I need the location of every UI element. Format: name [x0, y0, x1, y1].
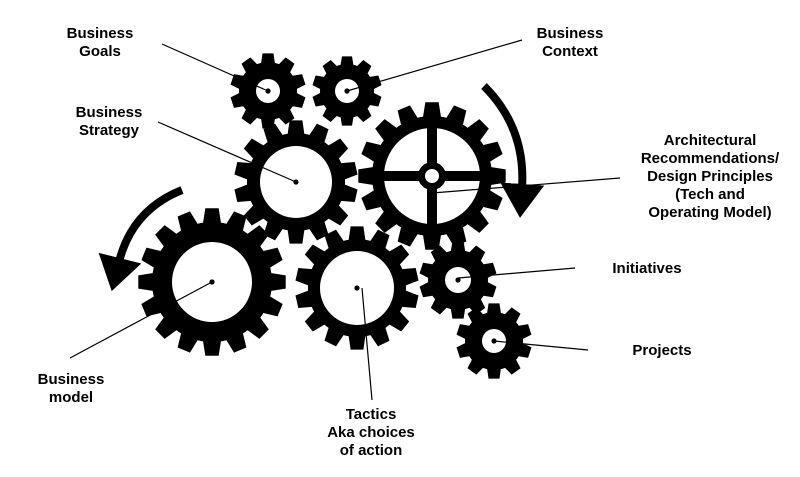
label-line: Business: [37, 371, 105, 388]
label-line: model: [48, 389, 94, 406]
label-line: Operating Model): [648, 204, 772, 221]
label-projects: Projects: [620, 342, 704, 360]
leader-business-context: [346, 39, 523, 92]
leader-business-model: [69, 281, 213, 359]
leader-architectural: [431, 177, 621, 194]
label-line: Initiatives: [612, 260, 682, 277]
label-line: Tactics: [345, 406, 397, 423]
label-line: (Tech and: [675, 186, 745, 203]
gear-tactics: [295, 226, 419, 350]
label-line: Architectural: [663, 132, 757, 149]
gear-architectural-recommendations: [358, 102, 506, 250]
label-initiatives: Initiatives: [602, 260, 692, 278]
label-line: Aka choices: [327, 424, 415, 441]
label-line: Business: [75, 104, 143, 121]
label-line: Goals: [79, 43, 121, 60]
label-line: Recommendations/: [640, 150, 780, 167]
label-line: Context: [542, 43, 598, 60]
rotation-arrow-left: [98, 186, 184, 292]
leader-tactics: [361, 287, 373, 401]
label-line: Business: [66, 25, 134, 42]
leader-projects: [493, 340, 589, 351]
gear-center-dot: [455, 277, 461, 283]
label-line: Strategy: [78, 122, 140, 139]
label-line: Projects: [632, 342, 692, 359]
gear-initiatives: [419, 241, 497, 319]
label-line: of action: [339, 442, 403, 459]
label-line: Design Principles: [647, 168, 773, 185]
label-line: Business: [536, 25, 604, 42]
rotation-arrow-right: [481, 83, 545, 218]
leader-business-strategy: [157, 121, 297, 183]
leader-initiatives: [457, 267, 576, 279]
gear-center-dot: [354, 285, 360, 291]
gear-hub-hole: [425, 169, 439, 183]
leader-business-goals: [161, 43, 269, 92]
